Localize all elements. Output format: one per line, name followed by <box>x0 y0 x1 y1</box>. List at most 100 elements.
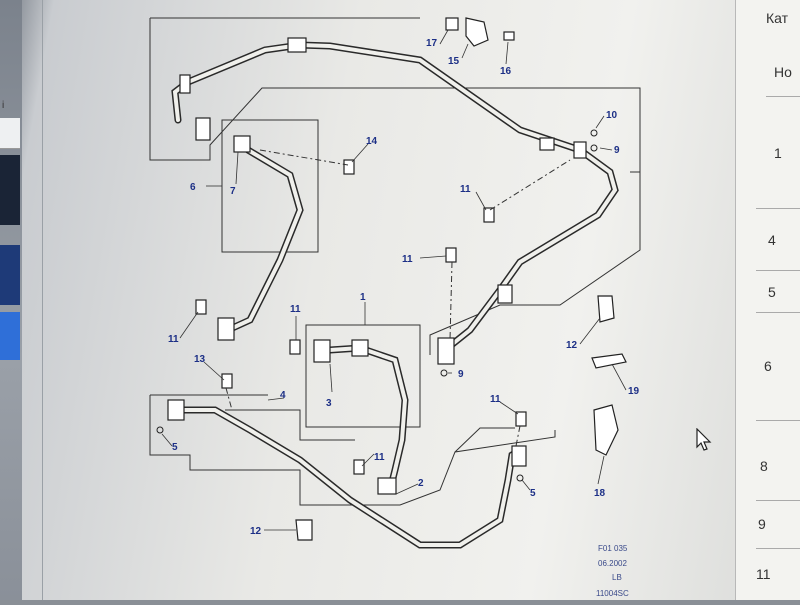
label-9b: 9 <box>458 369 464 380</box>
drawing-region: LB <box>612 573 622 582</box>
part-16 <box>503 31 515 41</box>
parts-table: Кат Но 1 4 5 6 8 9 11 <box>735 0 800 600</box>
mouse-cursor-icon <box>696 428 712 451</box>
side-panel-dark[interactable] <box>0 155 20 225</box>
frame-right-outline <box>429 172 641 355</box>
left-strip: і <box>0 0 22 600</box>
row-divider <box>756 312 800 313</box>
table-row-8[interactable]: 8 <box>760 458 768 474</box>
side-panel-bright[interactable] <box>0 312 20 360</box>
label-5a: 5 <box>172 442 178 453</box>
table-header-no: Но <box>774 64 792 80</box>
label-11a: 11 <box>460 184 471 195</box>
table-row-4[interactable]: 4 <box>768 232 776 248</box>
label-11b: 11 <box>402 254 413 265</box>
label-10: 10 <box>606 110 618 121</box>
window-divider <box>42 0 43 600</box>
hose-coupling-top <box>287 37 307 53</box>
align-line-11f <box>515 425 521 447</box>
row-divider <box>756 500 800 501</box>
o-ring-10 <box>590 129 598 137</box>
label-11e: 11 <box>490 394 501 405</box>
hose-diagram-svg: 17 15 16 10 9 14 6 7 11 11 11 11 1 13 4 … <box>149 17 641 598</box>
table-row-11[interactable]: 11 <box>756 566 771 582</box>
table-row-9[interactable]: 9 <box>758 516 766 532</box>
bolt-14 <box>343 159 355 175</box>
o-ring-5b <box>516 474 524 482</box>
label-17: 17 <box>426 38 438 49</box>
row-divider <box>756 548 800 549</box>
label-4: 4 <box>280 390 286 401</box>
table-row-6[interactable]: 6 <box>764 358 772 374</box>
align-line-13 <box>225 387 233 411</box>
bolt-11d <box>289 339 301 355</box>
bolt-11e <box>353 459 365 475</box>
frame-bottom-outline <box>149 395 556 506</box>
o-ring-5a <box>156 426 164 434</box>
label-13: 13 <box>194 354 206 365</box>
drawing-ref: 11004SC <box>596 589 629 598</box>
parts-diagram: 17 15 16 10 9 14 6 7 11 11 11 11 1 13 4 … <box>60 0 730 600</box>
clip-12-top <box>597 295 615 323</box>
side-label: і <box>2 100 5 111</box>
fitting-2 <box>377 477 397 495</box>
frame-bottom-right <box>454 427 515 453</box>
o-ring-9b <box>440 369 448 377</box>
frame-top-outline <box>149 18 641 173</box>
label-11d: 11 <box>290 304 301 315</box>
table-title: Кат <box>766 10 789 26</box>
header-divider <box>766 96 800 97</box>
bolt-11f <box>515 411 527 427</box>
hose-coupling-mid <box>497 284 513 304</box>
side-panel-light[interactable] <box>0 118 20 149</box>
bolt-11b <box>445 247 457 263</box>
label-5b: 5 <box>530 488 536 499</box>
side-panel-blue[interactable] <box>0 245 20 305</box>
label-19: 19 <box>628 386 640 397</box>
label-6: 6 <box>190 182 196 193</box>
hose-coupling-right <box>539 137 555 151</box>
row-divider <box>756 208 800 209</box>
fitting-4-right <box>511 445 527 467</box>
label-12a: 12 <box>566 340 578 351</box>
fitting-6-bottom <box>217 317 235 341</box>
part-15 <box>465 17 489 47</box>
label-11c: 11 <box>168 334 179 345</box>
align-line-14 <box>259 149 349 166</box>
table-row-5[interactable]: 5 <box>768 284 776 300</box>
table-row-1[interactable]: 1 <box>774 145 782 161</box>
fitting-3 <box>313 339 331 363</box>
drawing-date: 06.2002 <box>598 559 627 568</box>
drawing-code: F01 035 <box>598 544 628 553</box>
label-3: 3 <box>326 398 332 409</box>
label-16: 16 <box>500 66 512 77</box>
row-divider <box>756 270 800 271</box>
label-9a: 9 <box>614 145 620 156</box>
align-line-11a <box>489 159 571 211</box>
part-18 <box>593 404 619 456</box>
fitting-9-10 <box>573 141 587 159</box>
row-divider <box>756 420 800 421</box>
label-18: 18 <box>594 488 606 499</box>
label-14: 14 <box>366 136 378 147</box>
label-1: 1 <box>360 292 366 303</box>
part-17 <box>445 17 459 31</box>
label-12b: 12 <box>250 526 262 537</box>
label-11f: 11 <box>374 452 385 463</box>
bolt-11a <box>483 207 495 223</box>
align-line-11b <box>449 261 453 341</box>
frame-bottom-inner <box>225 409 355 441</box>
bolt-11c <box>195 299 207 315</box>
label-15: 15 <box>448 56 460 67</box>
clip-12-bottom <box>295 519 313 541</box>
fitting-4-left <box>167 399 185 421</box>
bolt-13 <box>221 373 233 389</box>
hose-coupling-1 <box>351 339 369 357</box>
label-7: 7 <box>230 186 236 197</box>
inset-box-1 <box>305 324 421 428</box>
part-19 <box>591 353 627 369</box>
bracket-left-top <box>179 74 191 94</box>
fitting-hose-end <box>437 337 455 365</box>
fitting-left-end <box>195 117 211 141</box>
